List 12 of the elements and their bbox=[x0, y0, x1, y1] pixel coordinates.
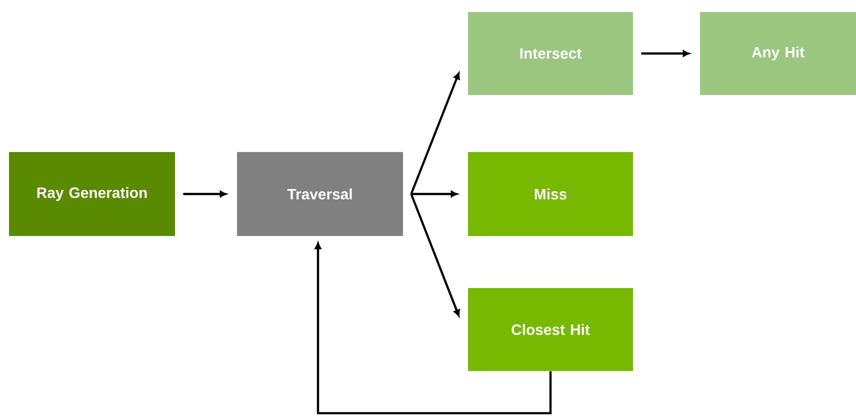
arrow bbox=[410, 72, 460, 194]
arrow bbox=[411, 190, 458, 198]
arrow bbox=[314, 242, 552, 414]
process-box: Ray Generation bbox=[9, 152, 175, 236]
process-box: Traversal bbox=[237, 152, 403, 236]
arrow bbox=[641, 50, 690, 57]
process-box: Any Hit bbox=[700, 12, 856, 95]
process-box: Intersect bbox=[468, 12, 633, 95]
arrow bbox=[183, 190, 227, 198]
process-box: Closest Hit bbox=[468, 288, 633, 371]
process-box: Miss bbox=[468, 152, 633, 236]
arrow bbox=[410, 194, 460, 316]
